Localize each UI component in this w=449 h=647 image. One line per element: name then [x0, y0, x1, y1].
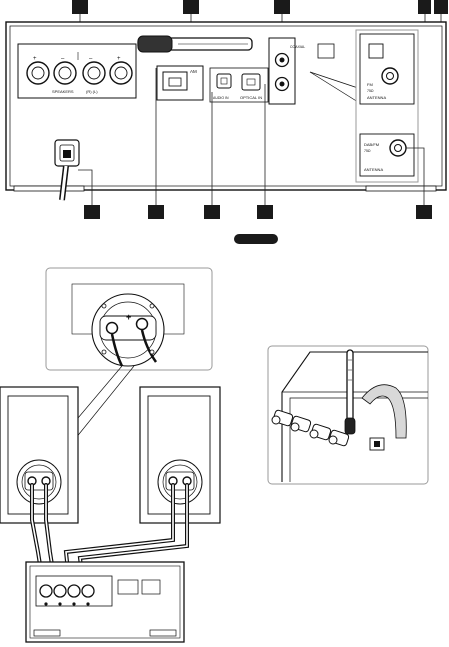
- right-speaker: [139, 386, 221, 524]
- am-jack: AM: [156, 65, 204, 101]
- bottom-leader-lines: [78, 68, 425, 205]
- top-callouts: [72, 0, 448, 14]
- callout-marker-top-3: [274, 0, 290, 14]
- minus-sign-1: –: [61, 56, 65, 62]
- callout-marker-top-5: [434, 0, 448, 14]
- am-label: AM: [190, 69, 197, 74]
- callout-marker-top-1: [72, 0, 88, 14]
- minus-sign-2: –: [89, 56, 93, 62]
- callout-marker-top-2: [183, 0, 199, 14]
- speaker-terminal-block: + – – + SPEAKERS (R) (L): [17, 43, 137, 99]
- left-speaker: [0, 386, 79, 524]
- audio-optical-block: OPTICAL IN AUDIO IN: [209, 67, 269, 103]
- fm-antenna-rod: [137, 35, 253, 53]
- zoom-wedge: [309, 71, 359, 103]
- antenna-inset: FM 75Ω ANTENNA DAB/FM 75Ω ANTENNA: [355, 29, 419, 183]
- callout-marker-bottom-4: [257, 205, 273, 219]
- fm-ohm-label: 75Ω: [367, 89, 374, 93]
- callout-marker-top-4: [418, 0, 431, 14]
- speaker-terminal-label: SPEAKERS: [52, 89, 74, 94]
- plus-sign-1: +: [33, 56, 37, 62]
- ac-power-cord: [54, 139, 80, 201]
- optical-label: OPTICAL IN: [240, 95, 262, 100]
- audio-in-label: AUDIO IN: [213, 96, 229, 100]
- main-unit-rear: [25, 561, 185, 643]
- note-badge: [234, 234, 278, 244]
- dab-label: DAB/FM: [364, 142, 379, 147]
- callout-marker-bottom-3: [204, 205, 220, 219]
- antenna-detail: [267, 345, 429, 485]
- coaxial-label: COAXIAL: [290, 45, 305, 49]
- speaker-terminal-sublabel: (R) (L): [86, 89, 98, 94]
- callout-marker-bottom-1: [84, 205, 100, 219]
- dab-ohm-label: 75Ω: [364, 149, 371, 153]
- antenna-label-2: ANTENNA: [364, 167, 383, 172]
- plus-sign-2: +: [117, 56, 121, 62]
- antenna-label: ANTENNA: [367, 95, 386, 100]
- callout-marker-bottom-2: [148, 205, 164, 219]
- plus-sign-icon: +: [126, 312, 131, 322]
- coaxial-jack-block: COAXIAL: [268, 37, 305, 105]
- bottom-callouts: [84, 205, 432, 219]
- fm-label: FM: [367, 82, 373, 87]
- terminal-closeup-inset: +: [45, 267, 213, 371]
- rotate-arrow-icon: [361, 384, 407, 439]
- callout-marker-bottom-5: [416, 205, 432, 219]
- speaker-terminal: [26, 61, 133, 85]
